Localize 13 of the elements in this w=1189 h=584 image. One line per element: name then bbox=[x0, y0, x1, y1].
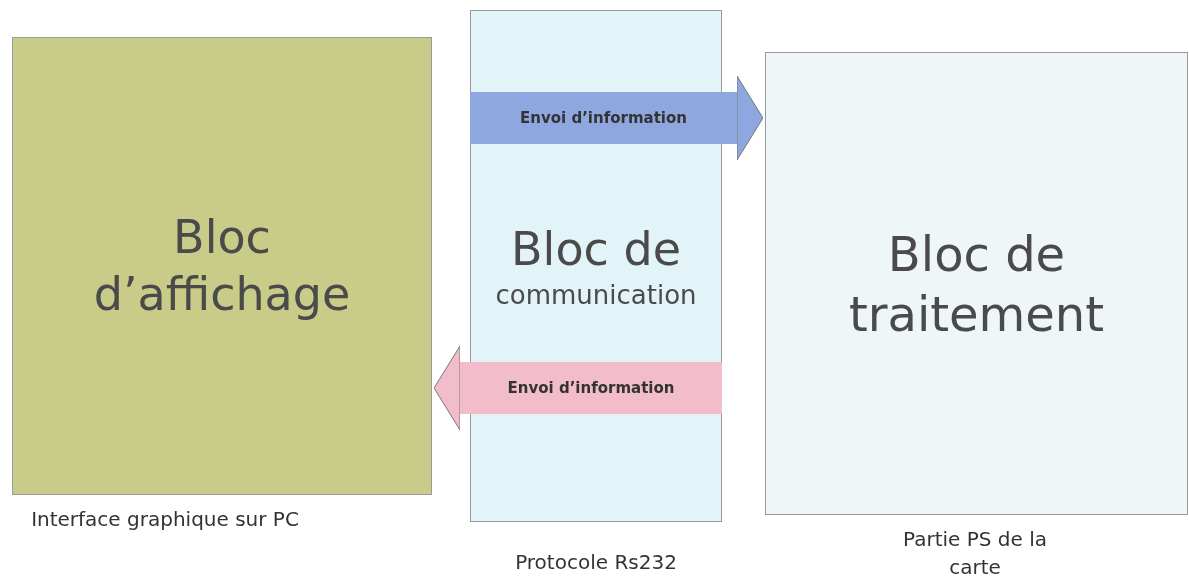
block-box bbox=[765, 52, 1188, 515]
block-arrow bbox=[470, 75, 764, 161]
block-title: communication bbox=[494, 278, 698, 311]
block-caption: Partie PS de la carte bbox=[902, 526, 1048, 581]
block-caption: Interface graphique sur PC bbox=[30, 506, 300, 533]
block-box bbox=[12, 37, 432, 495]
edge-label: Envoi d’information bbox=[507, 379, 675, 397]
block-title: Bloc de bbox=[510, 221, 682, 278]
edge-label: Envoi d’information bbox=[520, 109, 687, 127]
block-caption: Protocole Rs232 bbox=[514, 549, 678, 576]
block-title: Bloc d’affichage bbox=[92, 208, 352, 323]
block-title: Bloc de traitement bbox=[847, 224, 1106, 344]
block-arrow bbox=[433, 345, 722, 431]
